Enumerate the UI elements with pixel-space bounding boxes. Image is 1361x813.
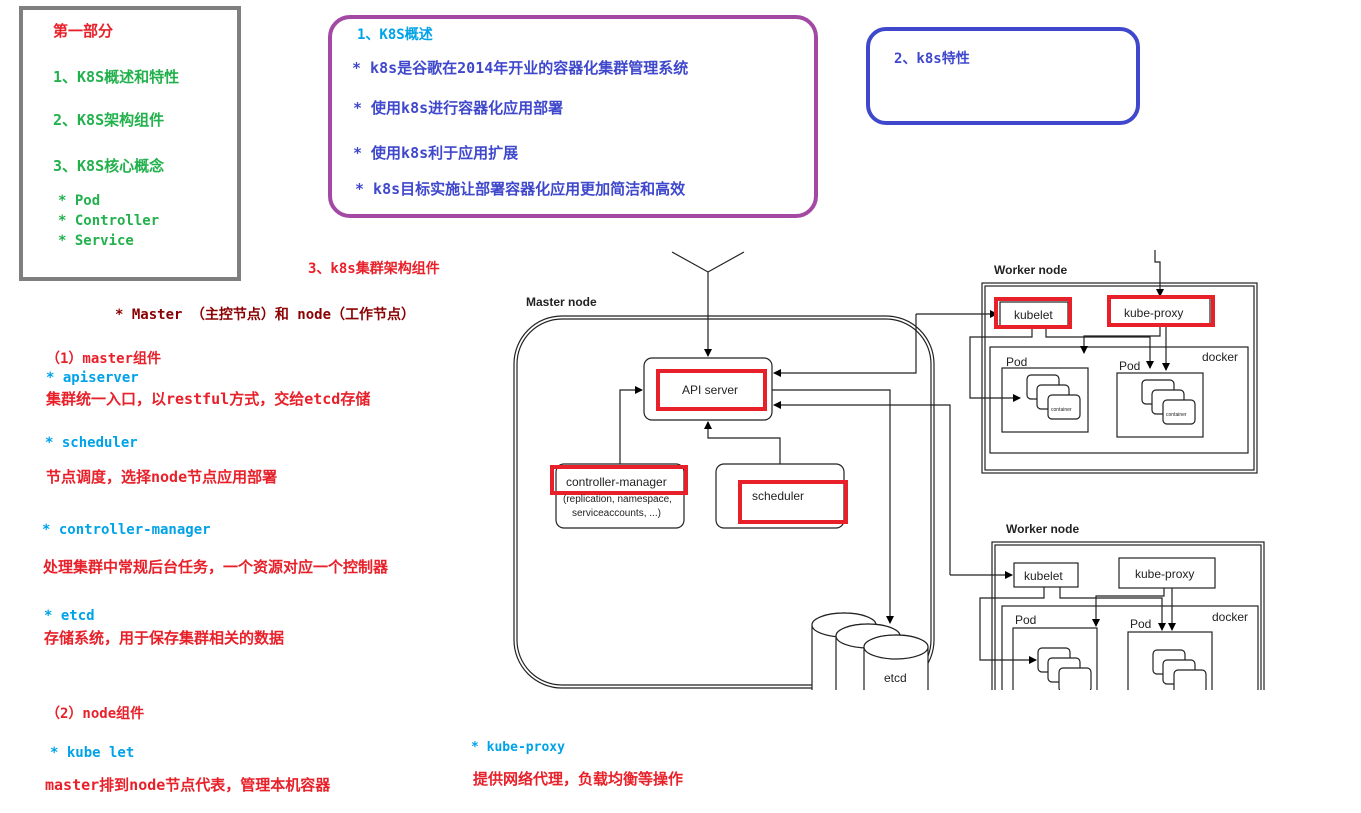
- kubelet-label: * kube let: [50, 745, 135, 761]
- master-node-frame-inner: [516, 318, 932, 686]
- controller-manager-label: controller-manager: [566, 475, 667, 489]
- overview-point: * 使用k8s进行容器化应用部署: [353, 99, 564, 117]
- container-label: container: [1051, 407, 1072, 413]
- outline-box: [19, 6, 241, 281]
- controller-manager-desc: 处理集群中常规后台任务，一个资源对应一个控制器: [43, 558, 389, 576]
- etcd-label: etcd: [884, 671, 907, 685]
- k8s-architecture-diagram: Master node API server controller-manage…: [513, 250, 1265, 690]
- kubelet2-to-api-arrow: [773, 401, 951, 575]
- controller-manager-sub: serviceaccounts, ...): [572, 508, 661, 519]
- kubelet-2-label: kubelet: [1024, 569, 1063, 583]
- features-title: 2、k8s特性: [894, 51, 970, 67]
- api-to-etcd-arrow: [772, 389, 894, 624]
- controller-manager-label: * controller-manager: [42, 522, 211, 538]
- scheduler-highlight: [738, 480, 848, 524]
- outline-item-concepts: 3、K8S核心概念: [53, 157, 165, 175]
- features-box: [866, 27, 1140, 125]
- pod-2a-label: Pod: [1015, 613, 1036, 627]
- controller-manager-highlight: [550, 465, 688, 495]
- overview-title: 1、K8S概述: [357, 27, 433, 43]
- kubelet-desc: master排到node节点代表，管理本机容器: [45, 776, 331, 794]
- overview-box: [328, 15, 818, 218]
- architecture-title: 3、k8s集群架构组件: [308, 261, 440, 277]
- docker-2-label: docker: [1212, 610, 1248, 624]
- kube-proxy-2-label: kube-proxy: [1135, 567, 1194, 581]
- kubelet-1-label: kubelet: [1014, 308, 1053, 322]
- controller-manager-sub: (replication, namespace,: [563, 494, 672, 505]
- external-to-kube-proxy-arrow: [1154, 250, 1164, 297]
- master-section-heading: （1）master组件: [46, 351, 162, 367]
- etcd-desc: 存储系统，用于保存集群相关的数据: [44, 629, 285, 647]
- worker-node-1-frame: [981, 282, 1258, 474]
- docker-1-frame: [989, 346, 1249, 454]
- kubelet-highlight: [994, 297, 1072, 329]
- docker-2-frame: [1001, 605, 1259, 690]
- pod-2a: [1012, 627, 1098, 690]
- overview-point: * k8s是谷歌在2014年开业的容器化集群管理系统: [352, 59, 689, 77]
- kube-proxy-1-label: kube-proxy: [1124, 306, 1183, 320]
- pod-1a: [1001, 367, 1089, 433]
- outline-concept-controller: * Controller: [58, 213, 160, 229]
- node-section-heading: （2）node组件: [46, 706, 145, 722]
- kubectl-funnel-icon: [671, 251, 745, 273]
- outline-item-overview: 1、K8S概述和特性: [53, 68, 180, 86]
- worker-node-2-label: Worker node: [1006, 522, 1079, 536]
- etcd-label: * etcd: [44, 608, 95, 624]
- scheduler-label: scheduler: [752, 489, 804, 503]
- kube-proxy-1-box: [1109, 297, 1211, 325]
- overview-point: * 使用k8s利于应用扩展: [353, 144, 519, 162]
- pod-1b-label: Pod: [1119, 359, 1140, 373]
- container-label: container: [1166, 412, 1187, 418]
- outline-concept-service: * Service: [58, 233, 134, 249]
- api-server-highlight: [656, 369, 767, 411]
- cm-to-api-arrow: [619, 386, 643, 464]
- highlight-boxes: [550, 295, 1215, 524]
- outline-concept-pod: * Pod: [58, 193, 101, 209]
- pod-2b-label: Pod: [1130, 617, 1151, 631]
- worker-node-1-label: Worker node: [994, 263, 1067, 277]
- kube-proxy-highlight: [1107, 295, 1215, 327]
- architecture-summary: * Master （主控节点）和 node（工作节点）: [115, 307, 416, 323]
- apiserver-label: * apiserver: [46, 370, 139, 386]
- outline-item-architecture: 2、K8S架构组件: [53, 111, 165, 129]
- kube-proxy-2-box: [1118, 557, 1216, 589]
- pod-1b: [1116, 372, 1204, 438]
- kube-proxy-desc: 提供网络代理，负载均衡等操作: [473, 770, 684, 788]
- etcd-cylinders: [811, 612, 929, 690]
- kubelet1-to-api-arrow: [773, 314, 917, 377]
- api-server-box: [643, 357, 773, 421]
- kube-proxy-label: * kube-proxy: [471, 740, 565, 755]
- master-node-label: Master node: [526, 295, 597, 309]
- master-node-frame: [513, 315, 935, 689]
- worker-node-2-frame: [991, 541, 1265, 690]
- scheduler-desc: 节点调度，选择node节点应用部署: [46, 468, 278, 486]
- pod-1a-label: Pod: [1006, 355, 1027, 369]
- kubelet-2-box: [1013, 562, 1079, 588]
- docker-1-label: docker: [1202, 350, 1238, 364]
- scheduler-to-api-arrow: [704, 421, 781, 464]
- api-server-label: API server: [682, 383, 738, 397]
- outline-title: 第一部分: [53, 22, 114, 40]
- overview-point: * k8s目标实施让部署容器化应用更加简洁和高效: [355, 180, 686, 198]
- kubelet-1-box: [999, 301, 1069, 327]
- apiserver-desc: 集群统一入口，以restful方式，交给etcd存储: [46, 390, 371, 408]
- pod-2b: [1127, 631, 1213, 690]
- scheduler-label: * scheduler: [45, 435, 138, 451]
